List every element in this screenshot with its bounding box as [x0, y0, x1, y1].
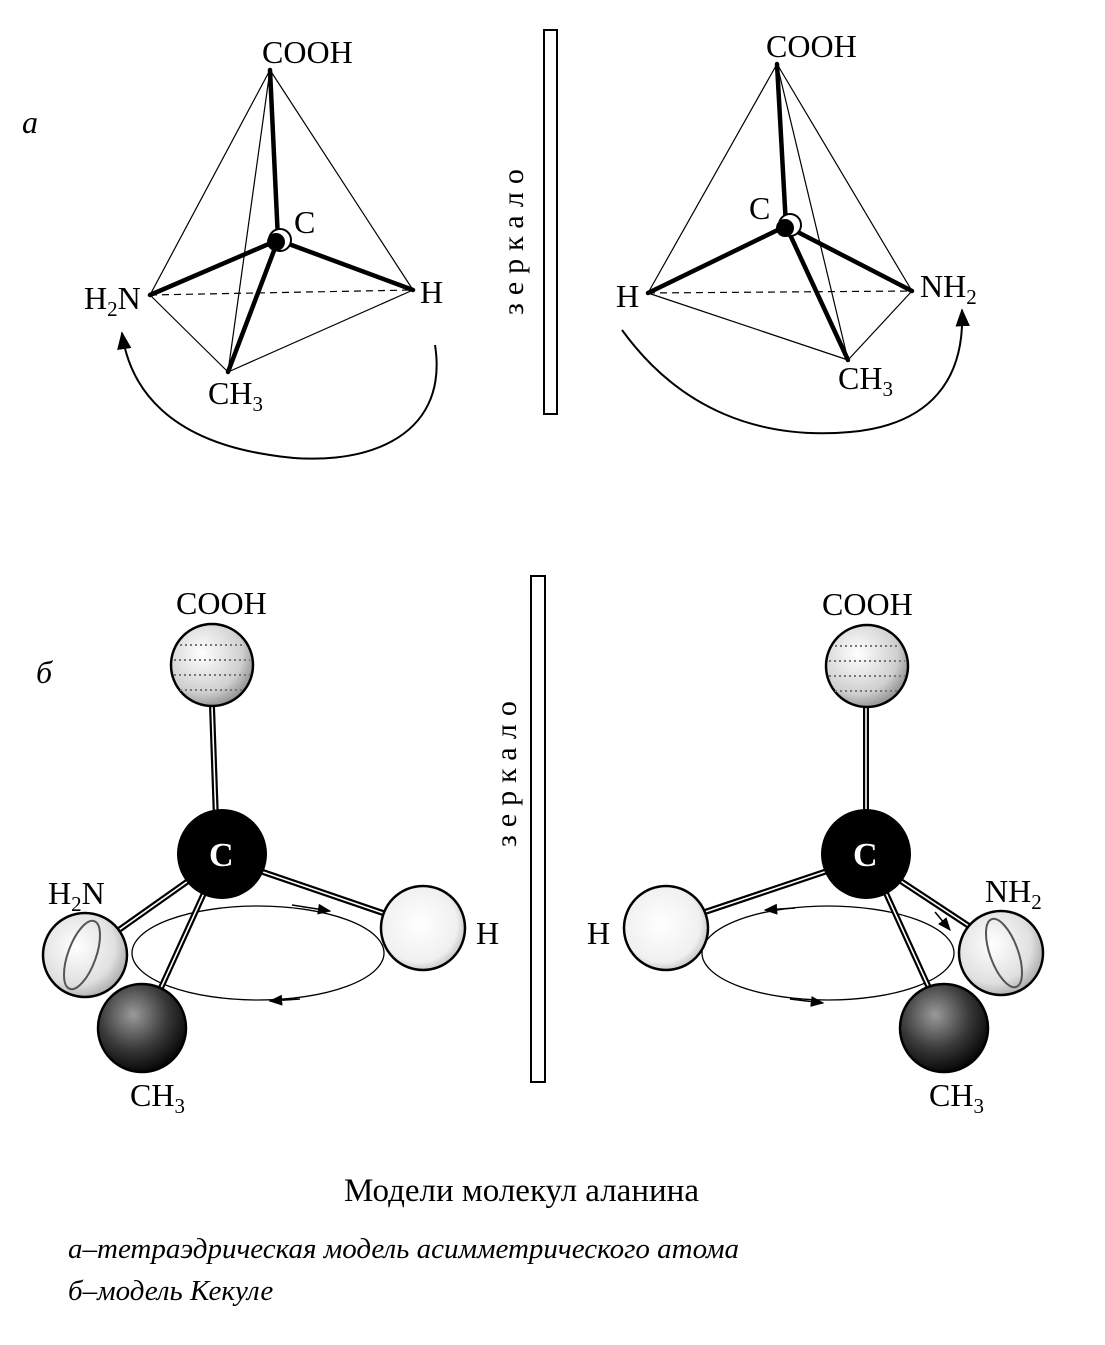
label-cooh-a-right: COOH — [766, 28, 857, 64]
h-ball-right — [622, 884, 710, 972]
nh2-ball-right — [957, 909, 1045, 997]
label-ch3-b-left: CH3 — [130, 1077, 185, 1118]
cooh-ball-right — [824, 623, 910, 709]
kekule-model-right — [622, 623, 1045, 1074]
carbon-atom-right — [776, 213, 802, 237]
mirror-bar-bottom — [530, 575, 546, 1083]
label-c-a-right: C — [749, 190, 770, 226]
label-nh2-b-right: NH2 — [985, 873, 1042, 914]
tetrahedron-edges-left — [149, 69, 414, 373]
label-cooh-b-left: COOH — [176, 585, 267, 621]
label-c-b-right: C — [853, 837, 878, 874]
label-cooh-b-right: COOH — [822, 586, 913, 622]
rotation-ellipse-right — [701, 905, 955, 1001]
label-h-a-left: H — [420, 274, 443, 310]
carbon-ball-left — [177, 809, 267, 899]
cooh-stripes-left — [174, 644, 250, 691]
label-c-a-left: C — [294, 204, 315, 240]
tetrahedral-model-right — [621, 61, 970, 435]
carbon-ball-right — [821, 809, 911, 899]
panel-label-a: а — [22, 104, 38, 140]
carbon-atom-left — [267, 228, 292, 252]
tetrahedron-edges-right — [647, 63, 913, 361]
rotation-ellipse-left — [131, 905, 385, 1001]
label-h-b-left: H — [476, 915, 499, 951]
panel-label-b: б — [36, 654, 53, 690]
label-ch3-b-right: CH3 — [929, 1077, 984, 1118]
label-cooh-a-left: COOH — [262, 34, 353, 70]
nh2-ball-left — [41, 911, 129, 999]
rotation-arrow-left — [117, 331, 438, 460]
bonds-right — [645, 61, 915, 363]
h-ball-left — [379, 884, 467, 972]
label-c-b-left: C — [209, 837, 234, 874]
caption-line-b: б–модель Кекуле — [68, 1275, 273, 1307]
label-h2n-b-left: H2N — [48, 875, 105, 916]
label-h-a-right: H — [616, 278, 639, 314]
tetrahedral-model-left — [117, 67, 438, 460]
caption-line-a: а–тетраэдрическая модель асимметрическог… — [68, 1233, 739, 1265]
label-h2n-a-left: H2N — [84, 280, 141, 321]
mirror-bar-top — [543, 29, 558, 415]
label-ch3-a-right: CH3 — [838, 360, 893, 401]
label-h-b-right: H — [587, 915, 610, 951]
label-ch3-a-left: CH3 — [208, 375, 263, 416]
bonds-left — [147, 67, 416, 375]
ch3-ball-right — [898, 982, 990, 1074]
mirror-label-top: зеркало — [497, 161, 530, 315]
rotation-arrow-right — [621, 308, 970, 435]
caption-title: Модели молекул аланина — [344, 1173, 699, 1209]
label-nh2-a-right: NH2 — [920, 268, 977, 309]
mirror-label-bottom: зеркало — [490, 693, 523, 847]
ch3-ball-left — [96, 982, 188, 1074]
cooh-ball-left — [169, 622, 255, 708]
cooh-stripes-right — [829, 645, 905, 692]
kekule-model-left — [41, 622, 467, 1074]
